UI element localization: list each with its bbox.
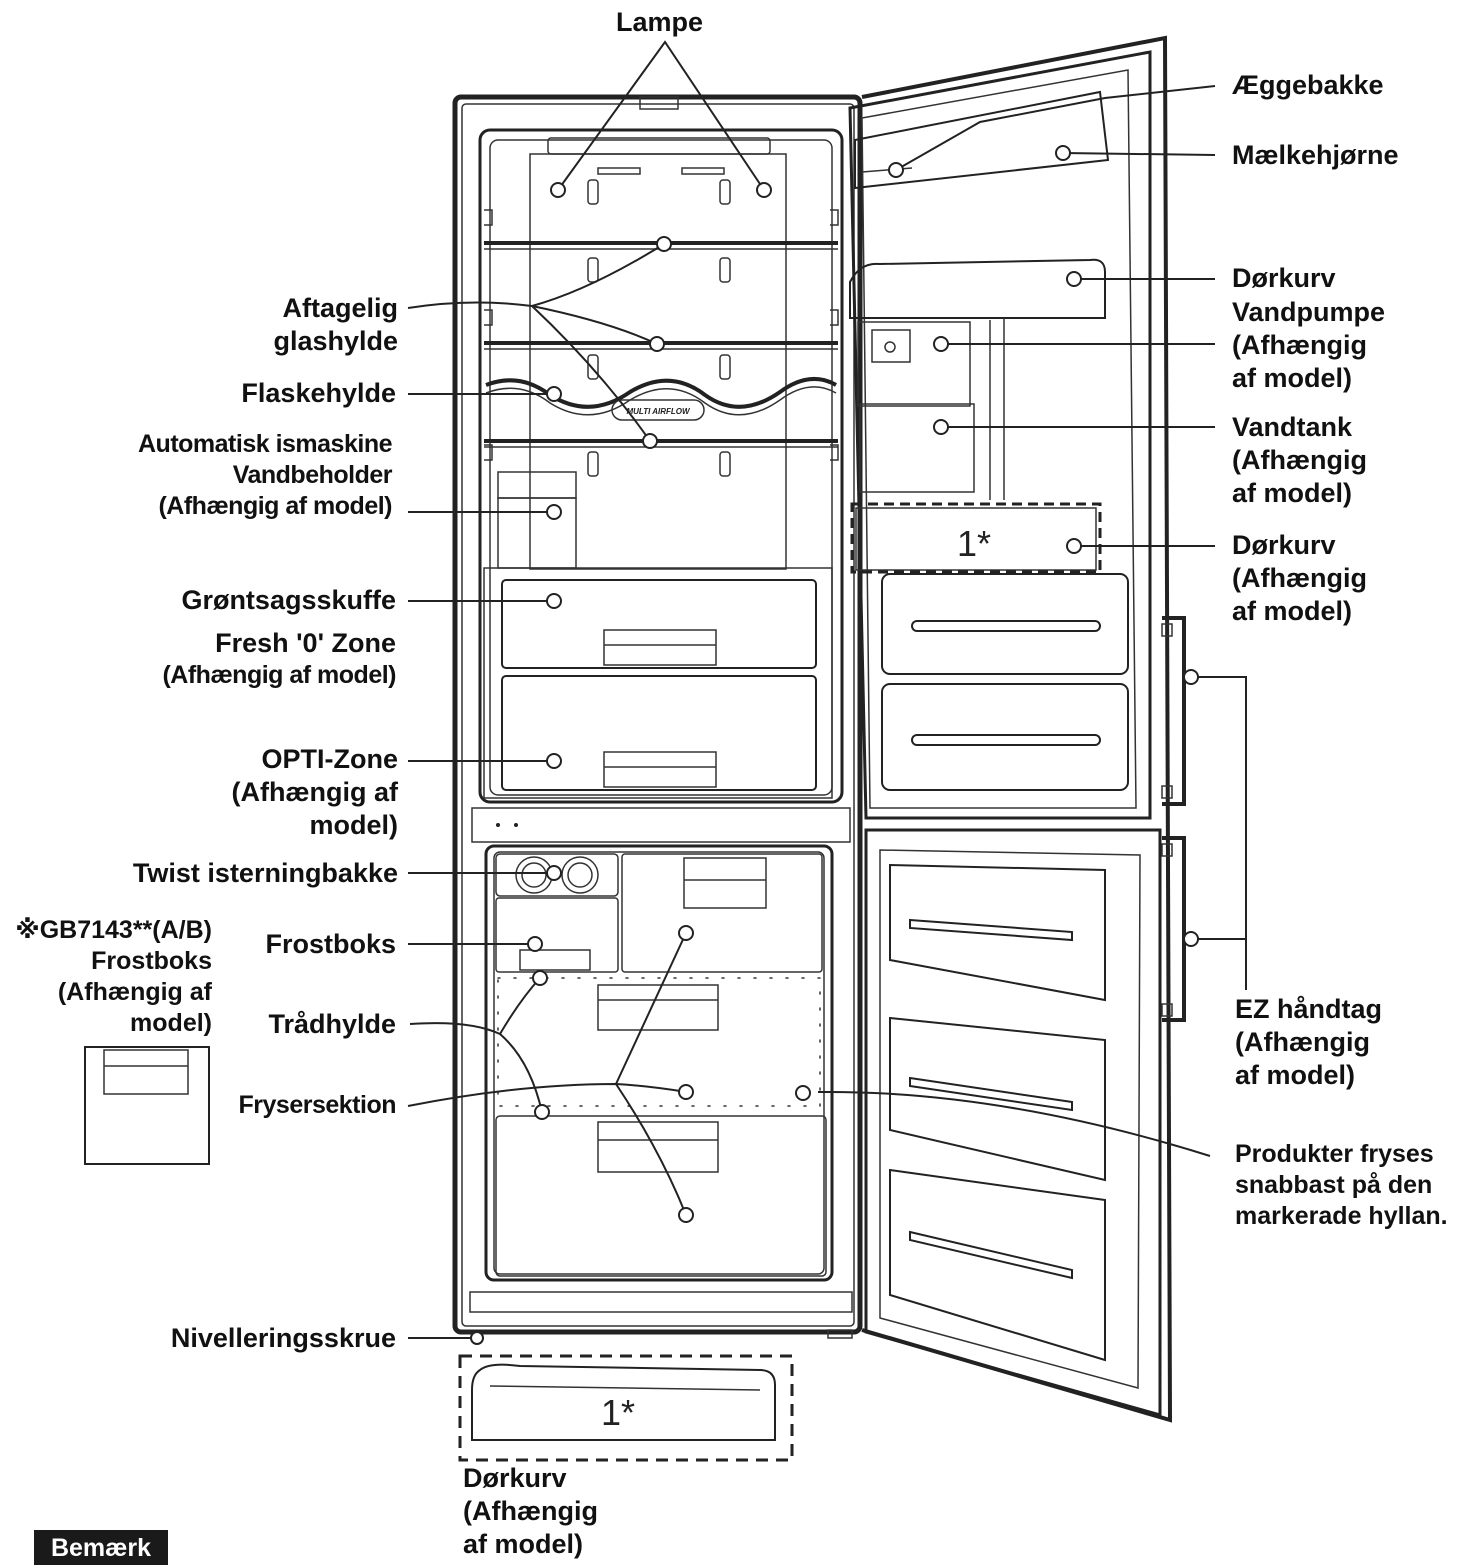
label-flaskehylde: Flaskehylde	[241, 378, 396, 408]
label-vandtank-line2: (Afhængig	[1232, 445, 1367, 475]
label-aftagelig-glashylde: Aftagelig glashylde	[273, 292, 398, 358]
label-aeggebakke: Æggebakke	[1232, 70, 1384, 100]
label-frostboks: Frostboks	[265, 929, 396, 959]
label-opti-zone-line1: OPTI-Zone	[261, 744, 399, 774]
label-opti-zone: OPTI-Zone (Afhængig af model)	[232, 743, 398, 842]
label-gb-model: ※GB7143**(A/B) Frostboks (Afhængig af mo…	[15, 915, 212, 1039]
label-grontsagsskuffe: Grøntsagsskuffe	[181, 585, 396, 615]
label-produkter-line1: Produkter fryses	[1235, 1140, 1434, 1168]
label-dorkurv-door-line2: (Afhængig	[1232, 563, 1367, 593]
label-vandtank-line1: Vandtank	[1232, 412, 1353, 442]
label-fresh-zone: Fresh '0' Zone (Afhængig af model)	[162, 627, 396, 691]
label-fresh-zone-line2: (Afhængig af model)	[162, 661, 396, 689]
label-vandpumpe-line1: Vandpumpe	[1232, 297, 1386, 327]
label-produkter-line3: markerade hyllan.	[1235, 1202, 1448, 1230]
label-ez-handtag-line3: af model)	[1235, 1060, 1356, 1090]
label-dorkurv-bottom: Dørkurv (Afhængig af model)	[463, 1462, 598, 1561]
label-gb-model-line1: ※GB7143**(A/B)	[15, 916, 212, 944]
label-twist-isterningbakke: Twist isterningbakke	[132, 858, 398, 888]
label-lampe: Lampe	[616, 7, 704, 37]
multi-airflow-badge: MULTI AIRFLOW	[626, 407, 691, 416]
label-ismaskine: Automatisk ismaskine Vandbeholder (Afhæn…	[138, 429, 393, 522]
label-gb-model-line4: model)	[130, 1009, 212, 1037]
label-opti-zone-line2: (Afhængig af	[231, 777, 398, 807]
lower-door	[864, 828, 1162, 1417]
label-opti-zone-line3: model)	[309, 810, 398, 840]
label-tradhylde: Trådhylde	[268, 1009, 396, 1039]
label-ez-handtag: EZ håndtag (Afhængig af model)	[1235, 993, 1382, 1092]
label-gb-model-line2: Frostboks	[91, 947, 212, 975]
label-vandtank: Vandtank (Afhængig af model)	[1232, 411, 1367, 510]
callout-lines	[407, 40, 1247, 1339]
label-aftagelig-line1: Aftagelig	[282, 293, 398, 323]
bottom-door-bin	[458, 1354, 794, 1462]
label-vandpumpe: Vandpumpe (Afhængig af model)	[1232, 296, 1385, 395]
label-ismaskine-line3: (Afhængig af model)	[158, 492, 392, 520]
label-produkter: Produkter fryses snabbast på den markera…	[1235, 1139, 1448, 1232]
label-ismaskine-line2: Vandbeholder	[232, 461, 393, 489]
label-ez-handtag-line2: (Afhængig	[1235, 1027, 1370, 1057]
callout-dots	[470, 145, 1199, 1345]
label-dorkurv-door-line3: af model)	[1232, 596, 1353, 626]
marker-1-bottom-bin: 1*	[601, 1392, 635, 1433]
frostboks-illustration	[84, 1046, 210, 1165]
marker-1-door-bin: 1*	[957, 523, 991, 564]
label-dorkurv-bottom-line3: af model)	[463, 1529, 584, 1559]
label-dorkurv-bottom-line2: (Afhængig	[463, 1496, 598, 1526]
label-ismaskine-line1: Automatisk ismaskine	[138, 430, 393, 458]
label-nivelleringsskrue: Nivelleringsskrue	[170, 1323, 396, 1353]
label-maelkehjorne: Mælkehjørne	[1232, 140, 1399, 170]
note-badge: Bemærk	[34, 1530, 168, 1565]
label-dorkurv-door-line1: Dørkurv	[1232, 530, 1336, 560]
upper-door	[848, 35, 1173, 1423]
label-vandtank-line3: af model)	[1232, 478, 1353, 508]
label-gb-model-line3: (Afhængig af	[57, 978, 212, 1006]
label-aftagelig-line2: glashylde	[273, 326, 398, 356]
label-fresh-zone-line1: Fresh '0' Zone	[215, 628, 396, 658]
label-dorkurv-door: Dørkurv (Afhængig af model)	[1232, 529, 1367, 628]
label-produkter-line2: snabbast på den	[1235, 1171, 1433, 1199]
label-frysersektion: Frysersektion	[238, 1091, 397, 1119]
label-vandpumpe-line2: (Afhængig	[1232, 330, 1367, 360]
cabinet: MULTI AIRFLOW	[452, 94, 863, 1345]
label-dorkurv-top: Dørkurv	[1232, 263, 1336, 293]
label-vandpumpe-line3: af model)	[1232, 363, 1353, 393]
label-dorkurv-bottom-line1: Dørkurv	[463, 1463, 567, 1493]
ez-handles	[1161, 616, 1186, 1022]
label-ez-handtag-line1: EZ håndtag	[1235, 994, 1382, 1024]
